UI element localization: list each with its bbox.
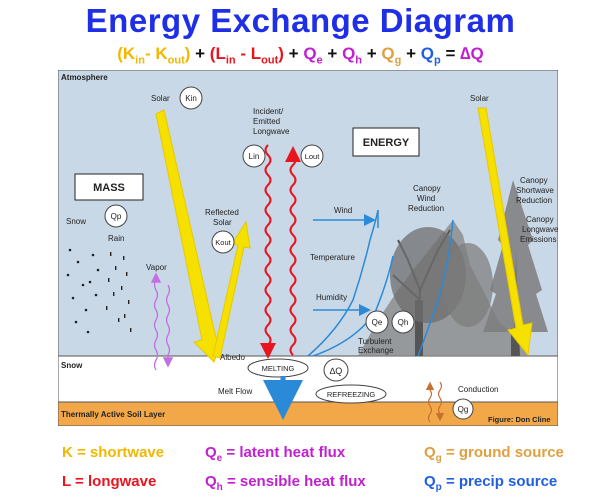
temperature-label: Temperature bbox=[310, 253, 355, 262]
kout-badge bbox=[211, 230, 235, 254]
canopy-lw-line1: Canopy bbox=[526, 215, 554, 224]
vapor-up-arrow bbox=[150, 272, 162, 371]
canopy-sw-line3: Reduction bbox=[516, 196, 552, 205]
legend-latent-heat: Qe = latent heat flux bbox=[205, 444, 346, 464]
qh-badge-label: Qh bbox=[398, 318, 409, 327]
solar-right-label: Solar bbox=[470, 94, 489, 103]
reflected-label-line1: Reflected bbox=[205, 208, 239, 217]
turbulent-line2: Exchange bbox=[358, 346, 394, 355]
soil-layer bbox=[58, 401, 558, 426]
mass-label: MASS bbox=[93, 182, 125, 194]
energy-exchange-diagram: Atmosphere Snow Thermally Active Soil La… bbox=[58, 70, 558, 426]
incident-label-line1: Incident/ bbox=[253, 107, 284, 116]
canopy-sw-line2: Shortwave bbox=[516, 186, 554, 195]
canopy-wind-profile bbox=[417, 219, 454, 357]
canopy-lw-line3: Emissions bbox=[520, 235, 556, 244]
reflected-label-line2: Solar bbox=[213, 218, 232, 227]
qg-badge-label: Qg bbox=[458, 405, 469, 414]
snow-label: Snow bbox=[66, 217, 86, 226]
melting-label: MELTING bbox=[262, 364, 295, 373]
outgoing-longwave-arrow bbox=[285, 146, 301, 356]
kin-badge bbox=[179, 86, 203, 110]
qg-badge bbox=[452, 398, 474, 420]
qp-badge bbox=[104, 204, 128, 228]
page-title: Energy Exchange Diagram bbox=[85, 2, 516, 39]
qe-badge bbox=[365, 310, 389, 334]
kin-badge-label: Kin bbox=[185, 94, 197, 103]
turbulent-line1: Turbulent bbox=[358, 337, 392, 346]
canopy-lw-line2: Longwave bbox=[522, 225, 558, 234]
qe-badge-label: Qe bbox=[372, 318, 383, 327]
conduction-down-arrow bbox=[435, 381, 445, 422]
lin-badge bbox=[242, 144, 266, 168]
conduction-up-arrow bbox=[425, 381, 435, 423]
qh-badge bbox=[391, 310, 415, 334]
legend-longwave: L = longwave bbox=[62, 473, 157, 490]
soil-layer-label: Thermally Active Soil Layer bbox=[61, 410, 165, 419]
profile-curve-2 bbox=[312, 255, 394, 357]
figure-credit: Figure: Don Cline bbox=[488, 415, 551, 424]
mass-box bbox=[74, 173, 144, 201]
incident-label-line3: Longwave bbox=[253, 127, 290, 136]
canopy-wind-line1: Canopy bbox=[413, 184, 441, 193]
reflected-shortwave-arrow bbox=[212, 220, 251, 359]
qp-badge-label: Qp bbox=[111, 212, 122, 221]
legend-shortwave: K = shortwave bbox=[62, 444, 165, 461]
vapor-down-arrow bbox=[162, 284, 174, 368]
legend-ground-source: Qg = ground source bbox=[424, 444, 564, 464]
lout-badge bbox=[300, 144, 324, 168]
kout-badge-label: Kout bbox=[215, 238, 231, 247]
wind-label: Wind bbox=[334, 206, 352, 215]
profile-curve-1 bbox=[307, 209, 379, 357]
refreezing-label: REFREEZING bbox=[327, 390, 376, 399]
canopy-shortwave-arrow bbox=[477, 107, 533, 357]
lout-badge-label: Lout bbox=[305, 152, 321, 161]
legend-sensible-heat: Qh = sensible heat flux bbox=[205, 473, 366, 493]
humidity-label: Humidity bbox=[316, 293, 347, 302]
albedo-label: Albedo bbox=[220, 353, 245, 362]
melting-bubble bbox=[247, 358, 309, 378]
snow-layer-label: Snow bbox=[61, 361, 83, 370]
refreezing-bubble bbox=[315, 384, 387, 404]
incident-label-line2: Emitted bbox=[253, 117, 280, 126]
dq-bubble bbox=[323, 358, 349, 382]
legend-precip-source: Qp = precip source bbox=[424, 473, 558, 493]
melt-flow-label: Melt Flow bbox=[218, 387, 252, 396]
atmosphere-label: Atmosphere bbox=[61, 73, 108, 82]
canopy-wind-line3: Reduction bbox=[408, 204, 444, 213]
canopy-sw-line1: Canopy bbox=[520, 176, 548, 185]
incoming-longwave-arrow bbox=[260, 144, 276, 359]
energy-box bbox=[352, 127, 420, 157]
vapor-label: Vapor bbox=[146, 263, 167, 272]
snow-layer bbox=[58, 355, 558, 403]
solar-left-label: Solar bbox=[151, 94, 170, 103]
precipitation-particles bbox=[66, 248, 132, 334]
rain-label: Rain bbox=[108, 234, 124, 243]
energy-label: ENERGY bbox=[363, 137, 410, 149]
conduction-label: Conduction bbox=[458, 385, 498, 394]
energy-balance-equation: (Kin- Kout) + (Lin - Lout) + Qe + Qh + Q… bbox=[117, 44, 484, 67]
dq-label: ∆Q bbox=[330, 366, 343, 376]
lin-badge-label: Lin bbox=[249, 152, 260, 161]
canopy-wind-line2: Wind bbox=[417, 194, 435, 203]
